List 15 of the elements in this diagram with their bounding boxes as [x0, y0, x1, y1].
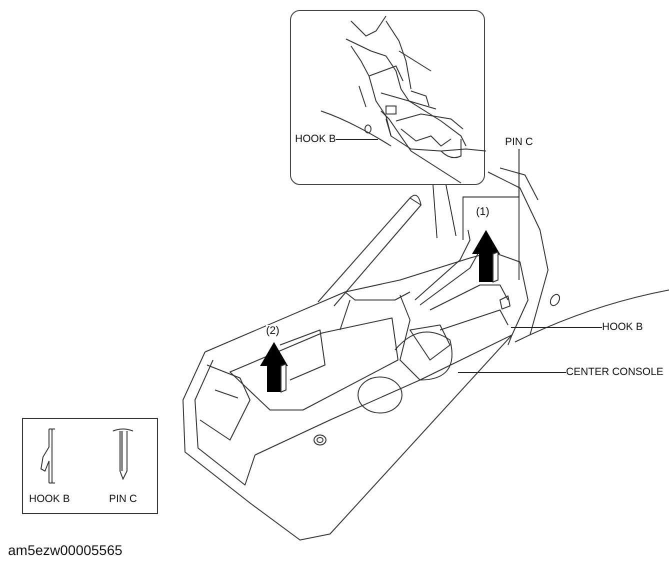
legend-label: PIN C: [109, 493, 138, 506]
legend-label: HOOK B: [29, 493, 70, 506]
callout-label: PIN C: [505, 136, 534, 149]
step-number: (1): [476, 206, 490, 219]
leader-line: [446, 184, 456, 236]
detail-view-frame: [290, 10, 485, 185]
leader-line: [458, 372, 566, 373]
leader-line: [462, 148, 520, 240]
step-number: (2): [266, 325, 280, 338]
leader-line: [432, 184, 438, 238]
leader-line: [510, 327, 602, 328]
callout-label: HOOK B: [602, 321, 643, 334]
leader-line: [335, 139, 378, 140]
callout-label: HOOK B: [295, 133, 336, 146]
callout-label: CENTER CONSOLE: [566, 366, 664, 379]
